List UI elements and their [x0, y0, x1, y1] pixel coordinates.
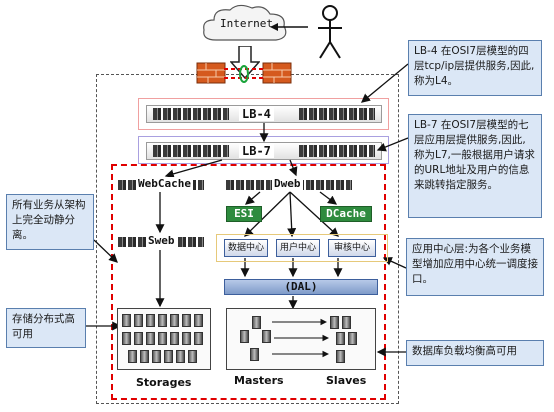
user-icon [318, 5, 342, 59]
storage-server-5 [170, 314, 179, 327]
storage-server-17 [152, 350, 161, 363]
dal-bar: (DAL) [224, 279, 378, 295]
storage-server-14 [194, 332, 203, 345]
master-server-3 [262, 330, 271, 343]
lb7-label: LB-7 [239, 144, 274, 158]
storage-server-12 [170, 332, 179, 345]
note-separation: 所有业务从架构上完全动静分离。 [6, 194, 94, 250]
esi-box: ESI [226, 206, 262, 222]
storage-server-11 [158, 332, 167, 345]
replication-arrows [272, 318, 330, 358]
firewall-right-icon [262, 62, 292, 84]
sweb-label: Sweb [146, 234, 177, 247]
lb7-servers-left [153, 145, 229, 157]
service-data-center: 数据中心 [224, 239, 268, 257]
note-lb7: LB-7 在OSI7层模型的七层应用层提供服务,因此,称为L7,一般根据用户请求… [408, 114, 542, 218]
user-to-cloud-arrow [270, 23, 308, 31]
service-user-center: 用户中心 [276, 239, 320, 257]
masters-caption: Masters [234, 374, 284, 387]
cloud-icon [203, 4, 287, 41]
storage-server-9 [134, 332, 143, 345]
storage-server-20 [188, 350, 197, 363]
storage-server-6 [182, 314, 191, 327]
internet-label: Internet [220, 17, 273, 30]
storage-server-18 [164, 350, 173, 363]
note-db-balance: 数据库负载均衡高可用 [406, 340, 544, 366]
lb7-servers-right [299, 145, 375, 157]
app-region [111, 164, 386, 400]
storage-server-7 [194, 314, 203, 327]
storage-server-15 [128, 350, 137, 363]
lb4-servers-right [299, 108, 375, 120]
note-storage: 存储分布式高可用 [6, 308, 86, 348]
storage-server-3 [146, 314, 155, 327]
slave-server-5 [336, 350, 345, 363]
storage-server-13 [182, 332, 191, 345]
firewall-left-icon [196, 62, 226, 84]
storage-server-16 [140, 350, 149, 363]
storage-server-2 [134, 314, 143, 327]
lb7-bar: LB-7 [146, 142, 382, 160]
storages-caption: Storages [136, 376, 192, 389]
service-center-frame [216, 234, 388, 262]
note-lb4: LB-4 在OSI7层模型的四层tcp/ip层提供服务,因此,称为L4。 [408, 40, 542, 96]
slave-server-3 [336, 332, 345, 345]
slave-server-1 [330, 316, 339, 329]
master-server-1 [252, 316, 261, 329]
service-review-center: 审核中心 [328, 239, 376, 257]
lb4-label: LB-4 [239, 107, 274, 121]
storage-server-4 [158, 314, 167, 327]
lb4-bar: LB-4 [146, 105, 382, 123]
dcache-box: DCache [320, 206, 372, 222]
note-app-center: 应用中心层:为各个业务模型增加应用中心统一调度接口。 [406, 238, 544, 296]
internet-cloud: Internet [198, 4, 292, 48]
master-server-2 [240, 330, 249, 343]
webcache-label: WebCache [136, 177, 193, 190]
storage-server-10 [146, 332, 155, 345]
slave-server-2 [342, 316, 351, 329]
slaves-caption: Slaves [326, 374, 367, 387]
master-server-4 [250, 348, 259, 361]
storage-server-1 [122, 314, 131, 327]
storage-server-8 [122, 332, 131, 345]
dweb-label: Dweb [272, 177, 303, 190]
lb4-servers-left [153, 108, 229, 120]
storage-server-19 [176, 350, 185, 363]
firewall-link [224, 65, 264, 83]
slave-server-4 [348, 332, 357, 345]
